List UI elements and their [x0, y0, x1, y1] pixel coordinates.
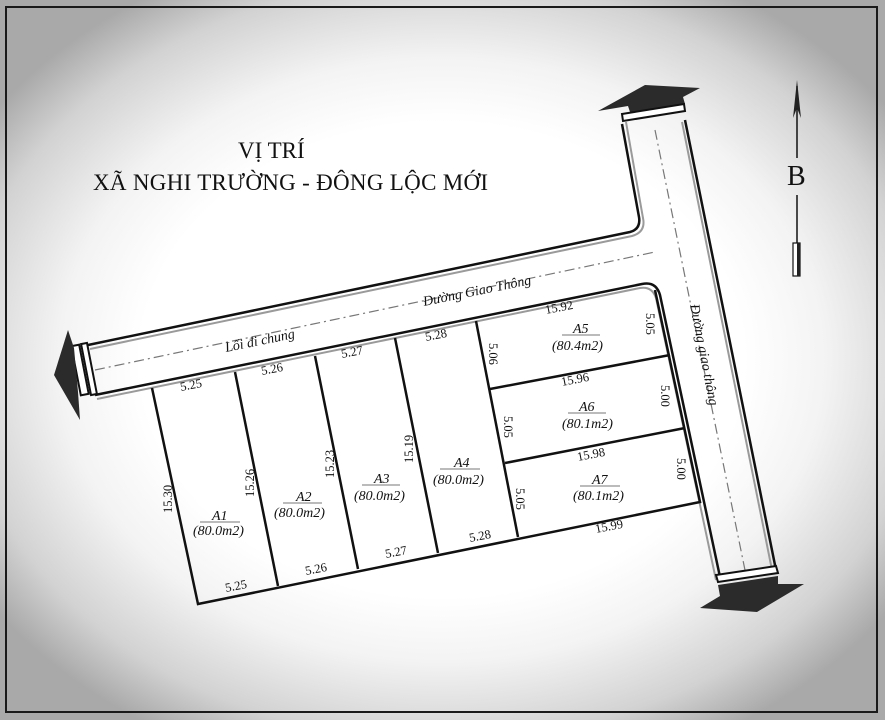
north-arrow-icon [792, 80, 801, 277]
svg-text:A2: A2 [295, 490, 312, 505]
svg-text:5.28: 5.28 [468, 527, 492, 545]
svg-text:5.06: 5.06 [486, 343, 500, 365]
svg-text:(80.1m2): (80.1m2) [562, 417, 613, 432]
svg-text:5.00: 5.00 [674, 458, 688, 480]
svg-text:5.25: 5.25 [179, 376, 203, 394]
svg-text:15.30: 15.30 [161, 485, 175, 513]
svg-text:A7: A7 [591, 473, 609, 488]
lot-a7[interactable]: 15.98 15.99 5.05 5.00 A7 (80.1m2) [513, 445, 688, 536]
svg-text:15.19: 15.19 [402, 435, 416, 463]
svg-text:5.05: 5.05 [643, 313, 657, 335]
svg-text:(80.0m2): (80.0m2) [274, 506, 325, 521]
north-road-end-arrow-icon [598, 85, 700, 123]
svg-text:(80.4m2): (80.4m2) [552, 339, 603, 354]
svg-text:5.25: 5.25 [224, 577, 248, 595]
svg-text:A1: A1 [211, 509, 228, 524]
svg-text:5.28: 5.28 [424, 326, 448, 344]
side-road-label: Đường giao thông [686, 302, 721, 407]
svg-text:15.96: 15.96 [560, 370, 590, 389]
west-road-end-arrow-icon [54, 330, 99, 420]
svg-text:5.05: 5.05 [513, 488, 527, 510]
svg-text:15.98: 15.98 [576, 445, 606, 464]
lot-a3[interactable]: 5.27 5.27 15.19 A3 (80.0m2) [340, 343, 416, 561]
svg-text:15.26: 15.26 [243, 469, 257, 497]
svg-text:(80.0m2): (80.0m2) [193, 524, 244, 539]
svg-text:15.23: 15.23 [323, 450, 337, 478]
svg-text:A4: A4 [453, 456, 470, 471]
svg-text:A6: A6 [578, 400, 595, 415]
svg-text:5.26: 5.26 [304, 560, 328, 578]
title-line-2: XÃ NGHI TRƯỜNG - ĐÔNG LỘC MỚI [93, 170, 489, 195]
north-label: B [787, 161, 806, 192]
svg-text:(80.1m2): (80.1m2) [573, 489, 624, 504]
lot-a1[interactable]: 5.25 5.25 15.30 15.26 A1 (80.0m2) [161, 376, 257, 595]
shared-lane-label: Lối đi chung [223, 327, 296, 356]
svg-text:(80.0m2): (80.0m2) [354, 489, 405, 504]
main-road-label: Đường Giao Thông [421, 273, 533, 310]
road-centerline [94, 129, 747, 576]
svg-text:(80.0m2): (80.0m2) [433, 473, 484, 488]
lot-a6[interactable]: 15.96 5.05 5.00 A6 (80.1m2) [501, 370, 672, 438]
svg-text:5.05: 5.05 [501, 416, 515, 438]
svg-text:A5: A5 [572, 322, 589, 337]
south-road-end-arrow-icon [700, 564, 804, 612]
lot-a5[interactable]: 15.92 5.06 5.05 A5 (80.4m2) [486, 298, 657, 365]
svg-text:5.00: 5.00 [658, 385, 672, 407]
lot-boundaries [150, 289, 702, 606]
svg-text:5.26: 5.26 [260, 360, 284, 378]
svg-text:15.99: 15.99 [594, 517, 624, 536]
svg-text:A3: A3 [373, 472, 390, 487]
svg-text:5.27: 5.27 [340, 343, 364, 361]
title-line-1: VỊ TRÍ [238, 138, 305, 163]
svg-text:15.92: 15.92 [544, 298, 574, 317]
frame-border [5, 6, 878, 713]
svg-text:5.27: 5.27 [384, 543, 408, 561]
lot-a2[interactable]: 5.26 5.26 15.23 A2 (80.0m2) [260, 360, 337, 578]
lot-a4[interactable]: 5.28 5.28 A4 (80.0m2) [424, 326, 492, 545]
